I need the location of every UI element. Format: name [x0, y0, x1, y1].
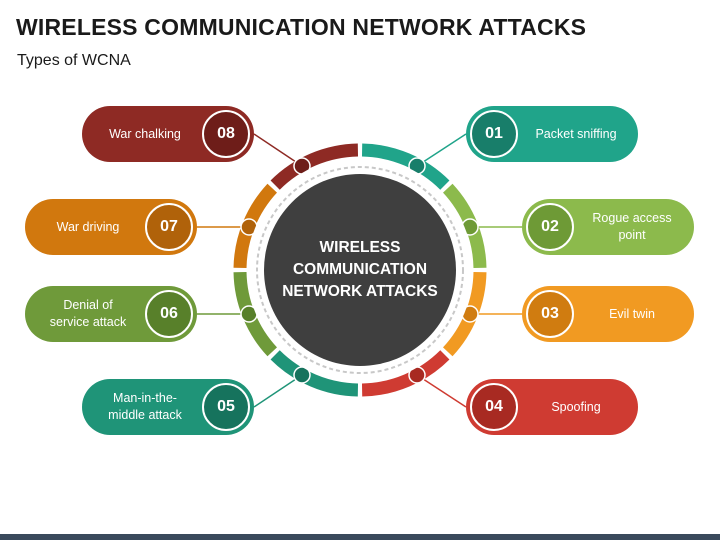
item-label: War driving	[56, 219, 120, 234]
item-number-badge: 08	[202, 110, 250, 158]
connector-line	[416, 374, 467, 408]
item-man-in-the-middle-attack: 05 Man-in-the-middle attack	[82, 379, 254, 435]
item-number-badge: 02	[526, 203, 574, 251]
item-label: Rogue access point	[592, 211, 672, 242]
center-dashed-ring	[256, 166, 464, 374]
center-label-line3: NETWORK ATTACKS	[282, 283, 438, 300]
footer-bar	[0, 534, 720, 540]
center-circle	[264, 174, 456, 366]
item-number-badge: 04	[470, 383, 518, 431]
item-number-badge: 01	[470, 110, 518, 158]
item-war-driving: 07 War driving	[25, 199, 197, 255]
ring-segment	[270, 143, 359, 190]
item-packet-sniffing: 01 Packet sniffing	[466, 106, 638, 162]
item-denial-of-service-attack: 06 Denial of service attack	[25, 286, 197, 342]
item-label: Evil twin	[609, 306, 655, 321]
item-evil-twin: 03 Evil twin	[522, 286, 694, 342]
ring-segment	[361, 350, 450, 397]
page-subtitle: Types of WCNA	[17, 52, 131, 69]
item-number-badge: 05	[202, 383, 250, 431]
connector-line	[253, 133, 303, 167]
ring-segment	[270, 350, 359, 397]
connector-line	[253, 374, 303, 408]
item-spoofing: 04 Spoofing	[466, 379, 638, 435]
center-label: WIRELESS COMMUNICATION NETWORK ATTACKS	[262, 230, 458, 310]
item-label: Man-in-the-middle attack	[108, 391, 182, 422]
ring-segment	[361, 143, 450, 190]
item-label: Spoofing	[551, 399, 601, 414]
item-number-badge: 07	[145, 203, 193, 251]
item-label: Denial of service attack	[49, 298, 127, 329]
connector-node	[293, 366, 311, 384]
item-label: Packet sniffing	[535, 126, 617, 141]
item-number-badge: 03	[526, 290, 574, 338]
item-number-badge: 06	[145, 290, 193, 338]
item-rogue-access-point: 02 Rogue access point	[522, 199, 694, 255]
center-label-line2: COMMUNICATION	[292, 261, 428, 278]
center-label-line1: WIRELESS	[319, 239, 401, 256]
page-title: WIRELESS COMMUNICATION NETWORK ATTACKS	[16, 14, 587, 40]
item-war-chalking: 08 War chalking	[82, 106, 254, 162]
item-label: War chalking	[109, 126, 181, 141]
connector-line	[416, 133, 467, 167]
